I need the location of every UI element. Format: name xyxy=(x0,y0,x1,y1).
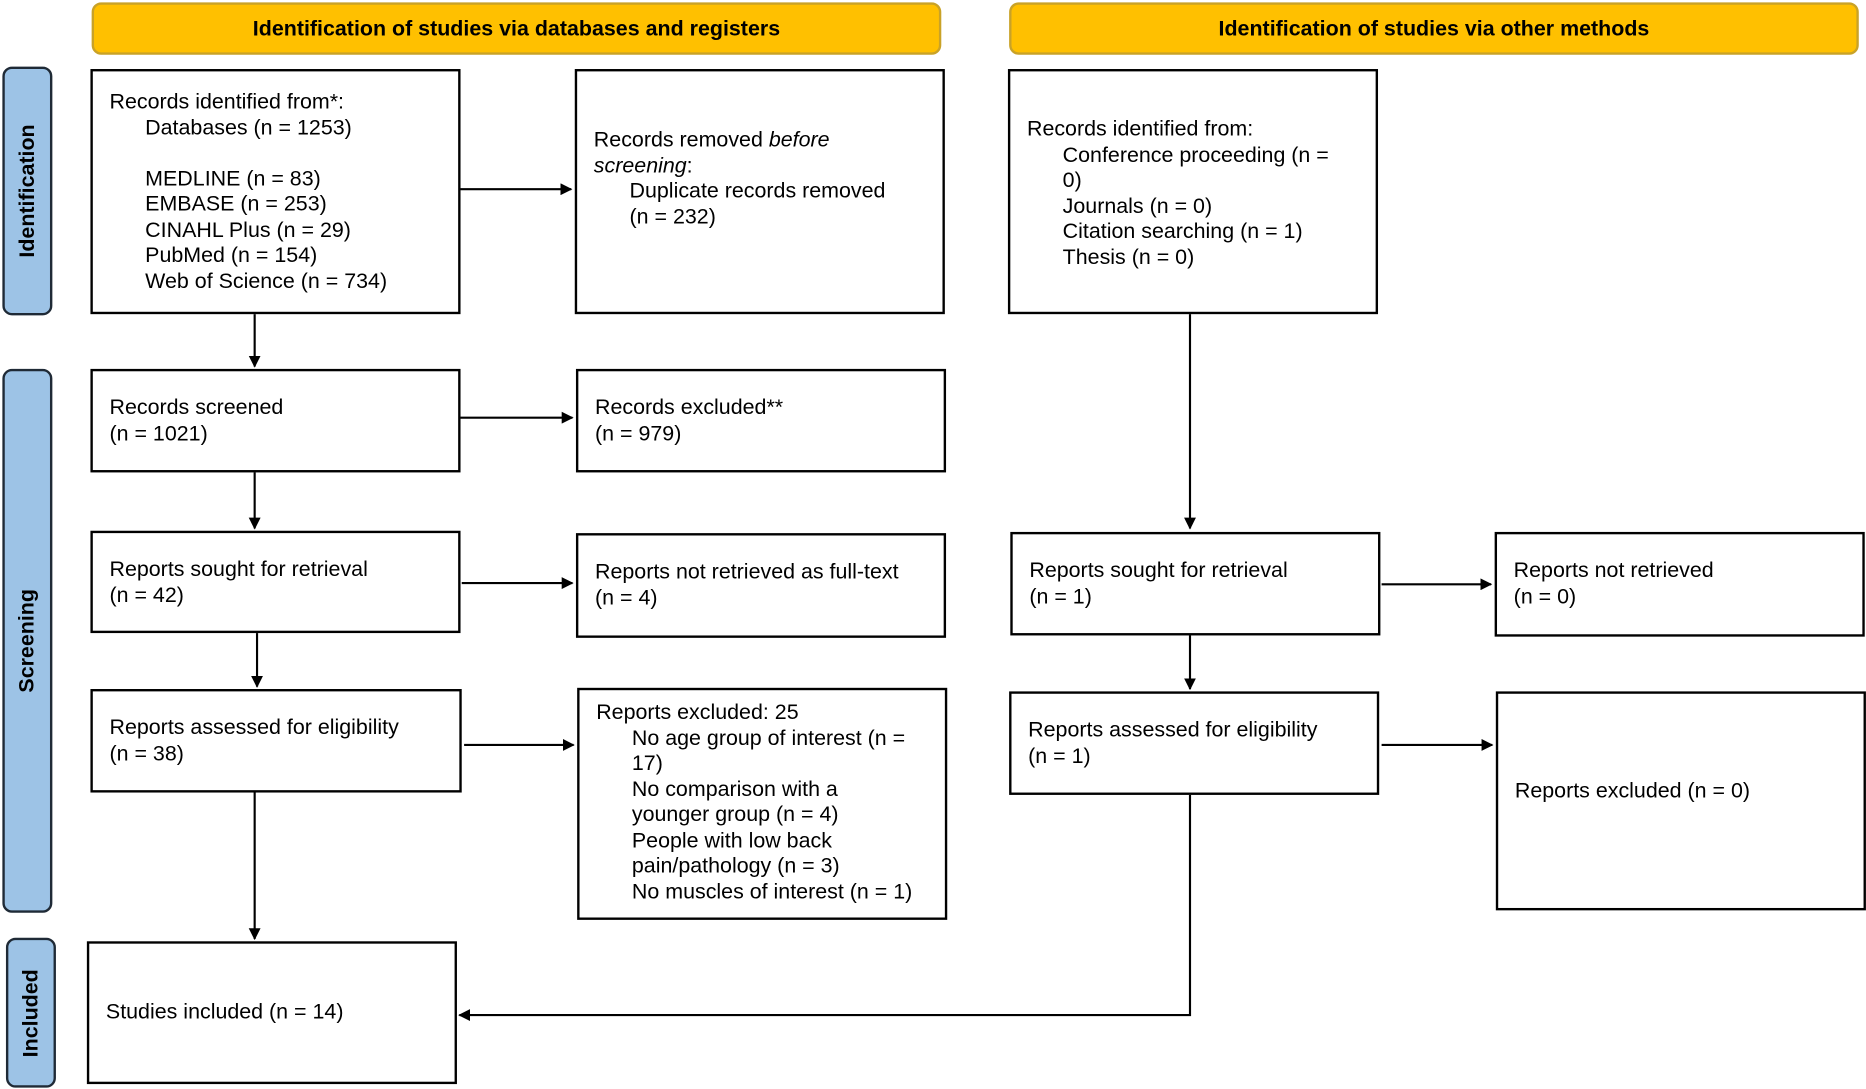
other-reports-not-retrieved-box: Reports not retrieved (n = 0) xyxy=(1494,531,1865,637)
records-removed-title-cont: screening: xyxy=(593,153,693,178)
reports-assessed-title: Reports assessed for eligibility xyxy=(109,715,399,739)
other-reports-sought-count: (n = 1) xyxy=(1029,583,1092,608)
source-cinahl: CINAHL Plus (n = 29) xyxy=(145,217,351,241)
source-embase: EMBASE (n = 253) xyxy=(145,191,327,216)
other-assessed-title: Reports assessed for eligibility xyxy=(1028,717,1318,742)
duplicates-count: (n = 232) xyxy=(629,204,716,229)
reports-assessed-count: (n = 38) xyxy=(109,740,184,765)
header-other-methods: Identification of studies via other meth… xyxy=(1009,2,1859,55)
exclusion-reason: younger group (n = 4) xyxy=(631,802,839,826)
duplicates-label: Duplicate records removed xyxy=(629,178,886,203)
header-databases: Identification of studies via databases … xyxy=(91,2,942,55)
reports-assessed-box: Reports assessed for eligibility (n = 38… xyxy=(90,689,462,793)
phase-included: Included xyxy=(5,937,56,1088)
exclusion-reason: No comparison with a xyxy=(631,776,838,801)
records-removed-box: Records removed before screening: Duplic… xyxy=(574,69,945,315)
source-pubmed: PubMed (n = 154) xyxy=(145,242,318,267)
source-medline: MEDLINE (n = 83) xyxy=(145,166,321,190)
arrow xyxy=(458,794,1192,1022)
other-records-title: Records identified from: xyxy=(1026,116,1254,141)
other-reports-sought-box: Reports sought for retrieval (n = 1) xyxy=(1010,531,1381,636)
reports-sought-title: Reports sought for retrieval xyxy=(109,556,368,581)
exclusion-reason: pain/pathology (n = 3) xyxy=(631,853,840,878)
records-excluded-title: Records excluded** xyxy=(595,395,784,419)
reports-not-retrieved-count: (n = 4) xyxy=(595,584,658,609)
reports-excluded-title: Reports excluded: 25 xyxy=(596,699,799,724)
other-records-identified-box: Records identified from: Conference proc… xyxy=(1007,69,1379,315)
other-reports-assessed-box: Reports assessed for eligibility (n = 1) xyxy=(1009,691,1380,795)
other-reports-sought-title: Reports sought for retrieval xyxy=(1029,558,1288,582)
other-source: 0) xyxy=(1062,167,1082,192)
reports-excluded-box: Reports excluded: 25 No age group of int… xyxy=(577,687,948,920)
other-source: Thesis (n = 0) xyxy=(1062,244,1195,269)
reports-sought-box: Reports sought for retrieval (n = 42) xyxy=(90,530,461,634)
records-screened-box: Records screened (n = 1021) xyxy=(90,368,461,473)
phase-screening: Screening xyxy=(2,368,53,913)
studies-included-title: Studies included (n = 14) xyxy=(105,999,344,1024)
other-not-retrieved-count: (n = 0) xyxy=(1513,583,1577,608)
records-excluded-count: (n = 979) xyxy=(595,420,682,445)
studies-included-box: Studies included (n = 14) xyxy=(86,941,457,1085)
exclusion-reason: 17) xyxy=(631,750,663,775)
reports-not-retrieved-title: Reports not retrieved as full-text xyxy=(595,559,899,584)
other-reports-excluded-title: Reports excluded (n = 0) xyxy=(1514,778,1751,803)
other-not-retrieved-title: Reports not retrieved xyxy=(1513,558,1714,582)
records-removed-title: Records removed before xyxy=(593,127,830,152)
exclusion-reason: No muscles of interest (n = 1) xyxy=(631,878,913,903)
other-assessed-count: (n = 1) xyxy=(1028,743,1091,767)
reports-not-retrieved-box: Reports not retrieved as full-text (n = … xyxy=(575,533,947,638)
other-source: Citation searching (n = 1) xyxy=(1062,218,1303,243)
source-wos: Web of Science (n = 734) xyxy=(145,268,388,293)
databases-total: Databases (n = 1253) xyxy=(145,114,352,139)
reports-sought-count: (n = 42) xyxy=(109,582,184,607)
other-source: Journals (n = 0) xyxy=(1062,193,1213,218)
exclusion-reason: No age group of interest (n = xyxy=(631,725,906,750)
records-screened-count: (n = 1021) xyxy=(109,420,208,445)
other-source: Conference proceeding (n = xyxy=(1062,142,1329,167)
records-identified-box: Records identified from*: Databases (n =… xyxy=(90,69,461,315)
records-identified-title: Records identified from*: xyxy=(109,89,345,114)
records-excluded-box: Records excluded** (n = 979) xyxy=(575,368,947,473)
exclusion-reason: People with low back xyxy=(631,827,832,852)
phase-identification: Identification xyxy=(2,66,53,316)
records-screened-title: Records screened xyxy=(109,395,284,419)
other-reports-excluded-box: Reports excluded (n = 0) xyxy=(1495,691,1866,911)
